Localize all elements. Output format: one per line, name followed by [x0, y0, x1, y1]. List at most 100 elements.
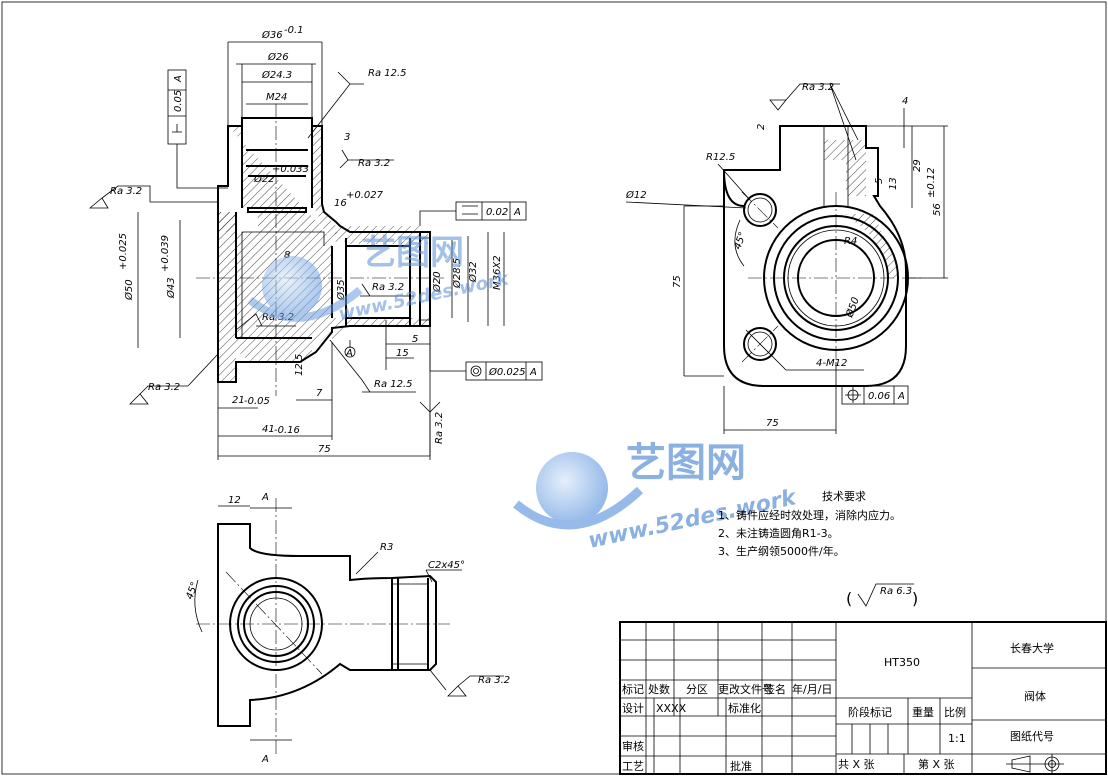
svg-text:-0.05: -0.05 [244, 396, 270, 407]
technical-notes: 技术要求 1、铸件应经时效处理，消除内应力。 2、未注铸造圆角R1-3。 3、生… [718, 490, 918, 608]
svg-text:Ø28.5: Ø28.5 [451, 258, 463, 289]
svg-text:Ø50: Ø50 [123, 279, 135, 301]
svg-text:Ra 3.2: Ra 3.2 [802, 82, 834, 93]
svg-text:Ra 12.5: Ra 12.5 [368, 68, 407, 79]
dim-d243: Ø24.3 [261, 69, 292, 81]
concentricity-frame: Ø0.025 A [429, 326, 543, 381]
svg-text:M36X2: M36X2 [492, 255, 503, 290]
svg-text:A: A [261, 492, 269, 503]
svg-text:1:1: 1:1 [948, 732, 966, 745]
dim-d36-tol: -0.1 [284, 25, 304, 36]
roughness-symbol: Ra 3.2 [339, 149, 394, 169]
svg-text:Ra 3.2: Ra 3.2 [372, 282, 404, 293]
svg-text:±0.12: ±0.12 [926, 167, 937, 198]
svg-text:Ø35: Ø35 [335, 279, 347, 301]
svg-text:Ra 3.2: Ra 3.2 [110, 186, 142, 197]
svg-text:处数: 处数 [648, 683, 670, 696]
roughness-symbol: Ra 3.2 [88, 185, 218, 209]
general-roughness: ( Ra 6.3 ) [846, 583, 918, 608]
projection-symbol-icon [1006, 754, 1064, 774]
roughness-symbol: Ra 3.2 [769, 82, 859, 161]
svg-text:): ) [912, 589, 918, 608]
svg-text:41: 41 [262, 424, 275, 435]
svg-text:+0.039: +0.039 [160, 235, 171, 272]
svg-text:Ra 3.2: Ra 3.2 [358, 158, 390, 169]
roughness-symbol: Ra 3.2 [429, 669, 510, 697]
svg-text:Ø22: Ø22 [253, 173, 275, 185]
svg-text:共 X 张: 共 X 张 [838, 758, 875, 771]
svg-text:0.05: 0.05 [173, 90, 184, 112]
svg-text:Ra 12.5: Ra 12.5 [374, 379, 413, 390]
dim-m24: M24 [266, 92, 287, 103]
dim-d26: Ø26 [267, 51, 289, 63]
svg-text:56: 56 [932, 203, 943, 216]
svg-text:75: 75 [318, 444, 331, 455]
svg-text:(: ( [846, 589, 852, 608]
svg-text:45°: 45° [184, 581, 200, 601]
roughness-symbol: Ra 3.2 [360, 282, 414, 297]
roughness-symbol: Ra 3.2 [129, 353, 219, 405]
parallelism-frame: 0.02 A [419, 201, 527, 226]
svg-text:Ø20: Ø20 [431, 271, 443, 293]
svg-text:7: 7 [316, 388, 323, 399]
svg-text:+0.027: +0.027 [346, 190, 384, 201]
note-item: 2、未注铸造圆角R1-3。 [718, 526, 839, 540]
svg-text:8: 8 [284, 250, 290, 261]
svg-text:艺图网: 艺图网 [362, 233, 464, 273]
svg-text:21: 21 [232, 395, 245, 406]
svg-text:A: A [897, 391, 905, 402]
front-view: Ø36 -0.1 Ø26 Ø24.3 M24 A 0.05 A Ra 12.5 [88, 25, 543, 460]
svg-text:艺图网: 艺图网 [626, 440, 746, 486]
svg-text:Ø0.025: Ø0.025 [488, 366, 526, 378]
svg-text:工艺: 工艺 [622, 760, 644, 773]
part-name: 阀体 [1024, 689, 1046, 703]
svg-text:13: 13 [888, 177, 899, 190]
svg-text:第 X 张: 第 X 张 [918, 757, 955, 771]
svg-text:审核: 审核 [622, 739, 644, 753]
svg-text:阶段标记: 阶段标记 [848, 705, 892, 719]
svg-text:16: 16 [334, 198, 347, 209]
svg-text:Ra 3.2: Ra 3.2 [148, 382, 180, 393]
svg-text:分区: 分区 [686, 683, 708, 696]
roughness-symbol: Ra 12.5 [329, 339, 416, 393]
perpendicularity-frame: A 0.05 [167, 69, 228, 189]
svg-text:比例: 比例 [944, 705, 966, 719]
svg-text:A: A [529, 367, 537, 378]
svg-text:75: 75 [766, 418, 779, 429]
svg-text:Ra 3.2: Ra 3.2 [478, 675, 510, 686]
svg-text:重量: 重量 [912, 705, 934, 719]
front-section-hatch [218, 126, 420, 382]
svg-text:+0.033: +0.033 [272, 164, 309, 175]
svg-text:A: A [173, 75, 184, 83]
svg-text:5: 5 [412, 334, 418, 345]
svg-text:29: 29 [912, 159, 923, 172]
title-block: 标记 处数 分区 更改文件号 签名 年/月/日 设计 XXXX 标准化 审核 工… [619, 621, 1107, 775]
svg-text:15: 15 [396, 348, 409, 359]
svg-text:更改文件号: 更改文件号 [718, 682, 773, 696]
svg-text:4-M12: 4-M12 [816, 358, 847, 369]
roughness-symbol: Ra 12.5 [307, 68, 407, 139]
svg-text:R3: R3 [380, 542, 393, 553]
svg-text:12: 12 [228, 495, 241, 506]
notes-title: 技术要求 [822, 490, 866, 503]
top-view: A A 12 45° R3 C2x45° Ra 3.2 [184, 492, 510, 765]
svg-text:www.52des.work: www.52des.work [337, 268, 512, 325]
note-item: 1、铸件应经时效处理，消除内应力。 [718, 508, 901, 522]
material: HT350 [884, 656, 920, 669]
svg-text:R4: R4 [844, 236, 857, 247]
dim-r125: R12.5 [706, 152, 735, 163]
drawing-number: 图纸代号 [1010, 730, 1054, 743]
svg-text:标记: 标记 [622, 682, 644, 696]
svg-text:XXXX: XXXX [656, 702, 687, 715]
svg-text:C2x45°: C2x45° [428, 560, 465, 571]
svg-text:Ø43: Ø43 [165, 277, 177, 299]
svg-text:5: 5 [874, 178, 885, 184]
svg-text:0.06: 0.06 [868, 391, 890, 402]
svg-text:Ø12: Ø12 [625, 189, 647, 201]
dim-d36: Ø36 [261, 29, 283, 41]
position-frame: 0.06 A [841, 385, 909, 405]
svg-text:4: 4 [902, 96, 908, 107]
svg-text:3: 3 [344, 132, 350, 143]
